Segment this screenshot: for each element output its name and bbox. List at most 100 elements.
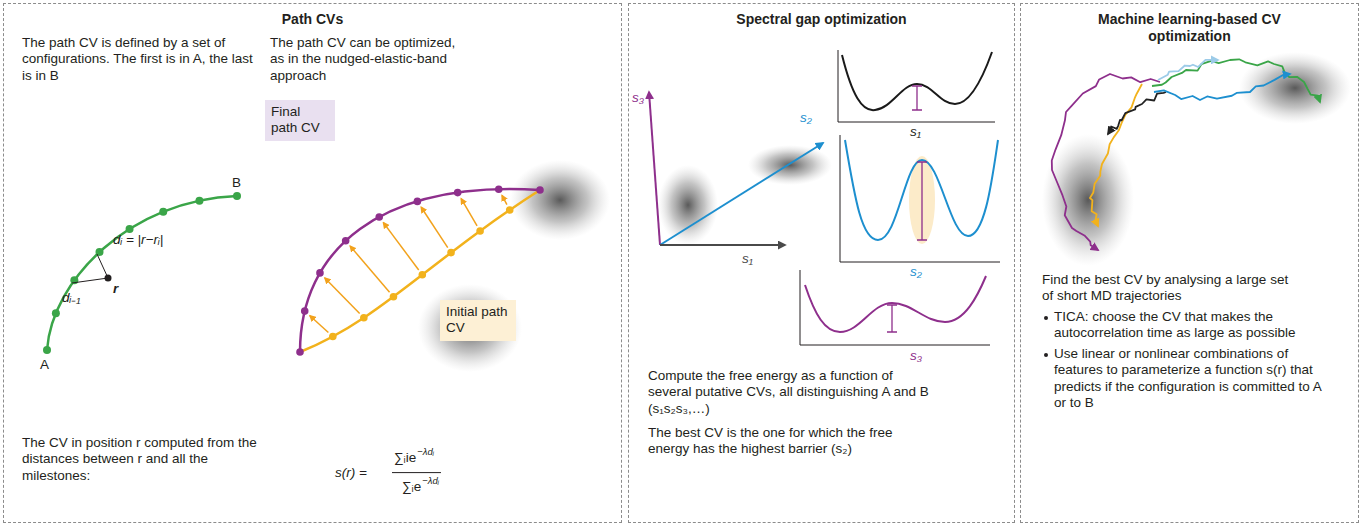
drawing-stroke xyxy=(917,162,927,240)
bullet-text: Use linear or nonlinear combinations of … xyxy=(1054,346,1322,412)
drawing-stroke xyxy=(1239,52,1351,124)
body-text: The CV in position r computed from the d… xyxy=(22,435,257,484)
initial-path-box: Initial path CV xyxy=(440,300,516,341)
drawing-stroke xyxy=(418,271,426,279)
drawing-stroke xyxy=(383,223,418,270)
box-label: Final path CV xyxy=(271,104,329,137)
trajectory-sketch xyxy=(1042,52,1351,266)
drawing-stroke xyxy=(329,333,337,341)
drawing-stroke xyxy=(301,307,309,315)
drawing-stroke xyxy=(43,346,51,354)
drawing-stroke xyxy=(310,316,328,333)
drawing-stroke xyxy=(1090,84,1142,226)
drawing-stroke xyxy=(838,50,995,122)
figure-label: r xyxy=(113,281,118,297)
drawing-stroke xyxy=(1158,60,1218,80)
drawing-stroke xyxy=(912,86,922,110)
body-text: The best CV is the one for which the fre… xyxy=(648,425,923,458)
axis-label: s₂ xyxy=(800,110,812,126)
drawing-stroke xyxy=(842,52,992,110)
panel-heading: Machine learning-based CV optimization xyxy=(1075,11,1304,45)
drawing-stroke xyxy=(536,186,544,194)
drawing-stroke xyxy=(418,284,522,372)
free-energy-plots xyxy=(800,50,1000,345)
drawing-stroke xyxy=(47,196,237,350)
body-text: The path CV can be optimized, as in the … xyxy=(270,35,465,84)
drawing-stroke xyxy=(447,249,455,257)
drawing-stroke xyxy=(748,145,832,185)
exponent-label: −λdᵢ xyxy=(417,446,434,457)
drawing-stroke xyxy=(159,208,167,216)
drawing-stroke xyxy=(296,185,544,355)
drawing-stroke xyxy=(1052,74,1160,250)
body-text: Find the best CV by analysing a large se… xyxy=(1042,272,1292,305)
drawing-stroke xyxy=(1108,92,1166,134)
exponent-label: −λdᵢ xyxy=(422,475,439,486)
drawing-stroke xyxy=(1152,59,1320,102)
path-optimization-sketch xyxy=(296,160,610,372)
figure-label: s₁ xyxy=(910,124,921,140)
drawing-stroke xyxy=(887,305,897,332)
drawing-stroke xyxy=(495,185,503,193)
drawing-stroke xyxy=(840,135,1000,262)
drawing-stroke xyxy=(126,225,134,233)
axis-label: s₃ xyxy=(632,90,644,106)
drawing-stroke xyxy=(502,195,507,204)
cv-axes xyxy=(649,92,832,245)
drawing-stroke xyxy=(390,293,398,301)
body-text: The path CV is defined by a set of confi… xyxy=(22,35,262,84)
axis-label: s₂ xyxy=(910,264,922,280)
drawing-stroke xyxy=(97,254,108,278)
figure-label: A xyxy=(40,357,49,373)
drawing-stroke xyxy=(296,348,304,356)
drawing-stroke xyxy=(350,246,389,292)
figure-label: s(r) = xyxy=(335,465,367,481)
drawing-stroke xyxy=(805,276,986,332)
panel-heading: Spectral gap optimization xyxy=(649,11,994,28)
axis-label: s₃ xyxy=(910,348,922,364)
drawing-stroke xyxy=(72,278,108,283)
body-text: Compute the free energy as a function of… xyxy=(648,368,938,417)
drawing-stroke xyxy=(96,248,104,256)
drawing-stroke xyxy=(105,275,112,282)
drawing-stroke xyxy=(300,190,540,352)
drawing-stroke xyxy=(800,270,990,345)
axis-label: s₁ xyxy=(742,251,753,267)
final-path-box: Final path CV xyxy=(265,100,335,141)
drawing-stroke xyxy=(658,165,718,245)
drawing-stroke xyxy=(660,143,823,245)
drawing-stroke xyxy=(342,237,350,245)
drawing-stroke xyxy=(392,472,441,473)
drawing-stroke xyxy=(375,213,383,221)
drawing-stroke xyxy=(414,198,422,206)
drawing-stroke xyxy=(300,189,540,352)
drawing-stroke xyxy=(316,269,324,277)
path-cv-sketch xyxy=(43,192,241,354)
figure-label: dᵢ₋₁ xyxy=(62,290,80,306)
drawing-stroke xyxy=(421,207,448,247)
bullet-dot xyxy=(1044,353,1048,357)
drawing-stroke xyxy=(1154,74,1290,100)
drawing-stroke xyxy=(52,309,60,317)
drawing-stroke xyxy=(461,199,477,226)
method-panel: Final path CV Initial path CV Path CVsThe … xyxy=(3,3,622,523)
method-panel: Spectral gap optimizationCompute the fre… xyxy=(628,3,1015,523)
drawing-stroke xyxy=(454,189,462,197)
drawing-stroke xyxy=(360,314,368,322)
figure-label: ∑ᵢie xyxy=(394,450,416,466)
drawing-stroke xyxy=(233,192,241,200)
panel-heading: Path CVs xyxy=(24,11,601,28)
drawing-stroke xyxy=(43,192,241,354)
drawing-stroke xyxy=(476,227,484,235)
bullet-dot xyxy=(1044,316,1048,320)
drawing-stroke xyxy=(845,140,998,240)
drawing-stroke xyxy=(506,206,514,214)
bullet-text: TICA: choose the CV that makes the autoc… xyxy=(1054,309,1322,342)
drawing-stroke xyxy=(649,92,660,245)
drawing-stroke xyxy=(325,278,360,314)
box-label: Initial path CV xyxy=(446,304,510,337)
drawing-stroke xyxy=(1052,59,1320,250)
figure-label: dᵢ = |r−rᵢ| xyxy=(113,232,163,248)
drawing-stroke xyxy=(660,244,785,246)
